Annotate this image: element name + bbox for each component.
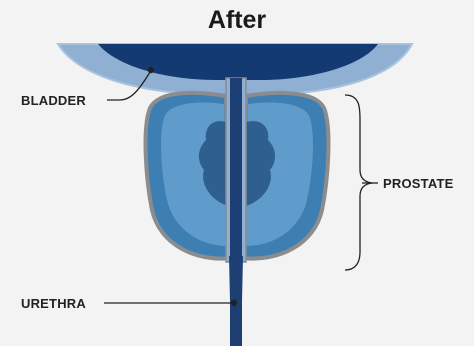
diagram-title: After — [0, 6, 474, 35]
urethra-leader-dot — [231, 300, 237, 306]
bladder-leader-dot — [148, 67, 154, 73]
urethra — [226, 78, 246, 346]
prostate-left-lobe — [146, 93, 232, 259]
urethra-label: URETHRA — [21, 296, 86, 311]
prostate-label: PROSTATE — [383, 176, 453, 191]
prostate-right-lobe — [242, 93, 328, 259]
bladder-label: BLADDER — [21, 93, 86, 108]
